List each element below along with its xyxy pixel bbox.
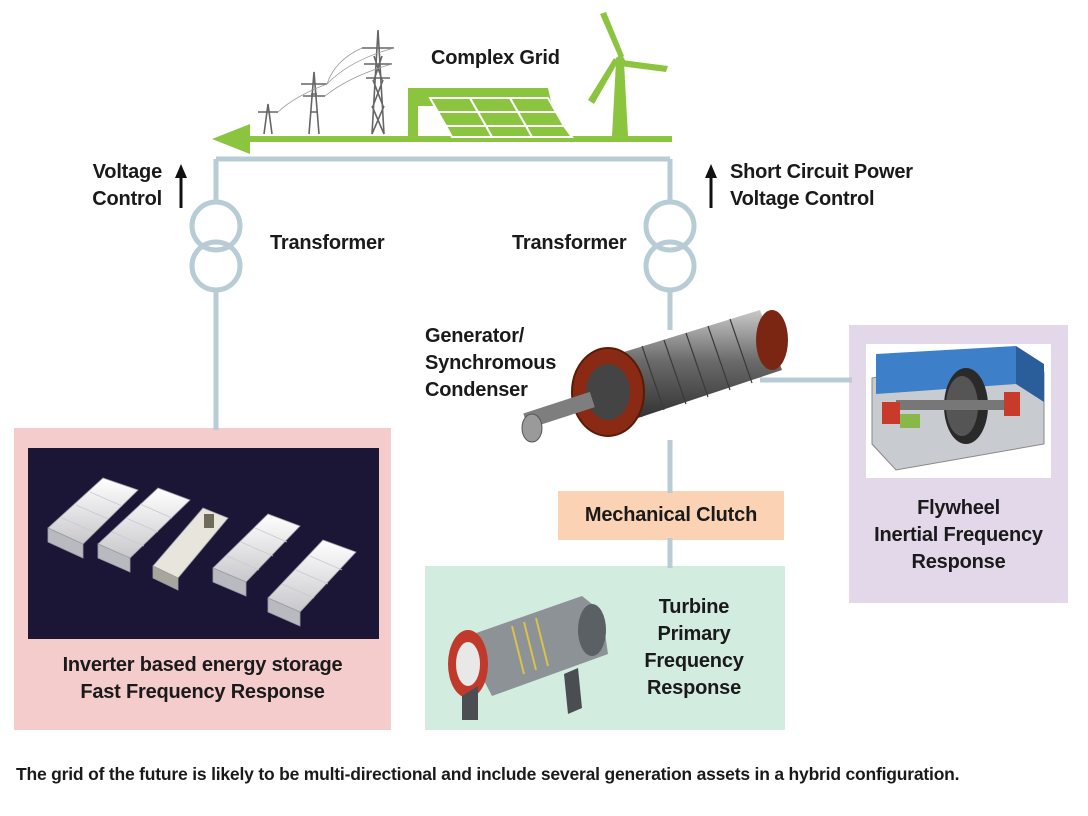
solar-panel-icon — [408, 88, 574, 138]
left-transformer-label: Transformer — [270, 232, 385, 254]
battery-storage-image — [28, 448, 379, 639]
left-effect-line: Control — [92, 188, 162, 210]
connection-lines — [213, 156, 852, 568]
power-lines — [277, 47, 395, 113]
left-effect-label: Voltage Control — [60, 159, 162, 213]
turbine-label-line: Turbine — [658, 596, 730, 618]
turbine-label-line: Primary — [657, 623, 731, 645]
turbine-label-line: Response — [647, 677, 741, 699]
flywheel-label-line: Inertial Frequency — [874, 524, 1043, 546]
storage-label-line: Inverter based energy storage — [62, 654, 343, 676]
generator-label-line: Condenser — [425, 379, 528, 401]
up-arrow-icon-left — [175, 164, 187, 208]
generator-label-line: Synchromous — [425, 352, 557, 374]
right-transformer-label: Transformer — [512, 232, 627, 254]
right-transformer-symbol — [643, 199, 697, 293]
turbine-label-line: Frequency — [644, 650, 744, 672]
left-effect-line: Voltage — [92, 161, 163, 183]
turbine-image — [432, 578, 627, 723]
wind-turbine-icon — [588, 12, 668, 136]
right-effect-line: Voltage Control — [730, 188, 875, 210]
flywheel-label-line: Flywheel — [917, 497, 1000, 519]
generator-label-line: Generator/ — [425, 325, 525, 347]
complex-grid-title: Complex Grid — [431, 47, 560, 69]
right-effect-line: Short Circuit Power — [730, 161, 913, 183]
generator-label: Generator/ Synchromous Condenser — [425, 323, 556, 404]
up-arrow-icon-right — [705, 164, 717, 208]
flywheel-label: Flywheel Inertial Frequency Response — [849, 495, 1068, 576]
left-transformer-symbol — [189, 199, 243, 293]
turbine-label: Turbine Primary Frequency Response — [624, 594, 764, 702]
storage-label: Inverter based energy storage Fast Frequ… — [14, 652, 391, 706]
figure-caption: The grid of the future is likely to be m… — [16, 764, 960, 784]
storage-label-line: Fast Frequency Response — [80, 681, 325, 703]
right-effect-label: Short Circuit Power Voltage Control — [730, 159, 913, 213]
flywheel-label-line: Response — [911, 551, 1006, 573]
power-tower-icon — [258, 29, 394, 135]
grid-arrow-icon — [212, 124, 672, 154]
clutch-box — [558, 491, 784, 540]
clutch-label: Mechanical Clutch — [584, 504, 758, 526]
generator-image — [520, 300, 800, 450]
flywheel-image — [866, 344, 1051, 478]
